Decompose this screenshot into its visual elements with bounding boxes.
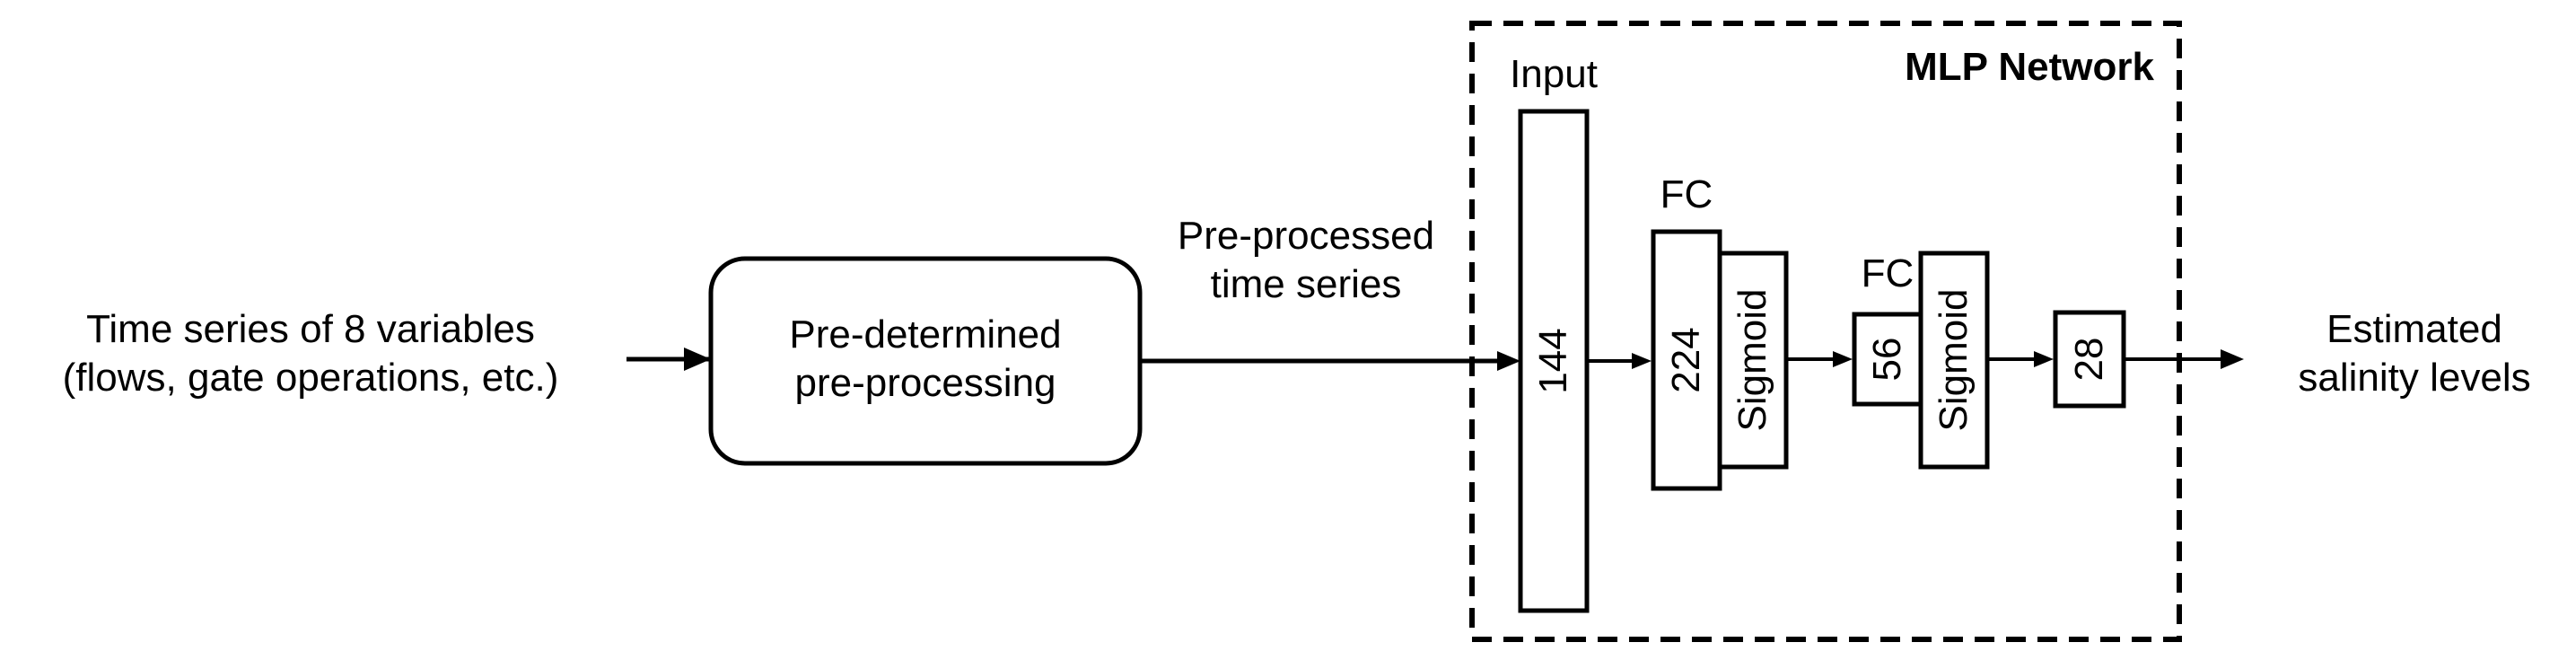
arrowhead-input-layer (1497, 351, 1520, 371)
input-variables-label: Time series of 8 variables (flows, gate … (14, 305, 607, 402)
input-variables-line1: Time series of 8 variables (86, 307, 535, 351)
input-layer-caption: Input (1510, 52, 1598, 96)
sigmoid1-label: Sigmoid (1730, 288, 1774, 432)
fc1-size: 224 (1664, 327, 1708, 393)
preprocessed-line2: time series (1210, 262, 1402, 306)
estimated-line1: Estimated (2326, 307, 2502, 351)
fc2-size: 56 (1865, 337, 1909, 382)
sigmoid1-block (1717, 251, 1789, 470)
input-variables-line2: (flows, gate operations, etc.) (62, 356, 559, 400)
fc2-caption: FC (1861, 251, 1914, 295)
preprocessing-line2: pre-processing (794, 361, 1056, 405)
arrowhead-fc1 (1632, 353, 1652, 369)
sigmoid2-block (1918, 251, 1990, 470)
preprocessing-label: Pre-determined pre-processing (711, 311, 1140, 408)
estimated-salinity-label: Estimated salinity levels (2271, 305, 2558, 402)
mlp-network-container (1469, 21, 2182, 642)
input-layer-block (1518, 109, 1590, 613)
preprocessed-line1: Pre-processed (1177, 214, 1435, 258)
estimated-line2: salinity levels (2298, 356, 2531, 400)
fc1-caption: FC (1660, 172, 1713, 216)
preprocessing-line1: Pre-determined (789, 312, 1062, 356)
preprocessed-series-label: Pre-processed time series (1140, 212, 1472, 309)
input-layer-size: 144 (1531, 328, 1575, 394)
arrowhead-estimate (2221, 349, 2244, 369)
mlp-network-title: MLP Network (1905, 45, 2154, 89)
arrowhead-fc2 (1833, 351, 1853, 367)
arrowhead-output-block (2034, 351, 2054, 367)
arrowhead-preprocessing (684, 348, 711, 371)
output-layer-size: 28 (2067, 337, 2111, 382)
output-layer-block (2053, 310, 2126, 409)
sigmoid2-label: Sigmoid (1932, 288, 1976, 432)
